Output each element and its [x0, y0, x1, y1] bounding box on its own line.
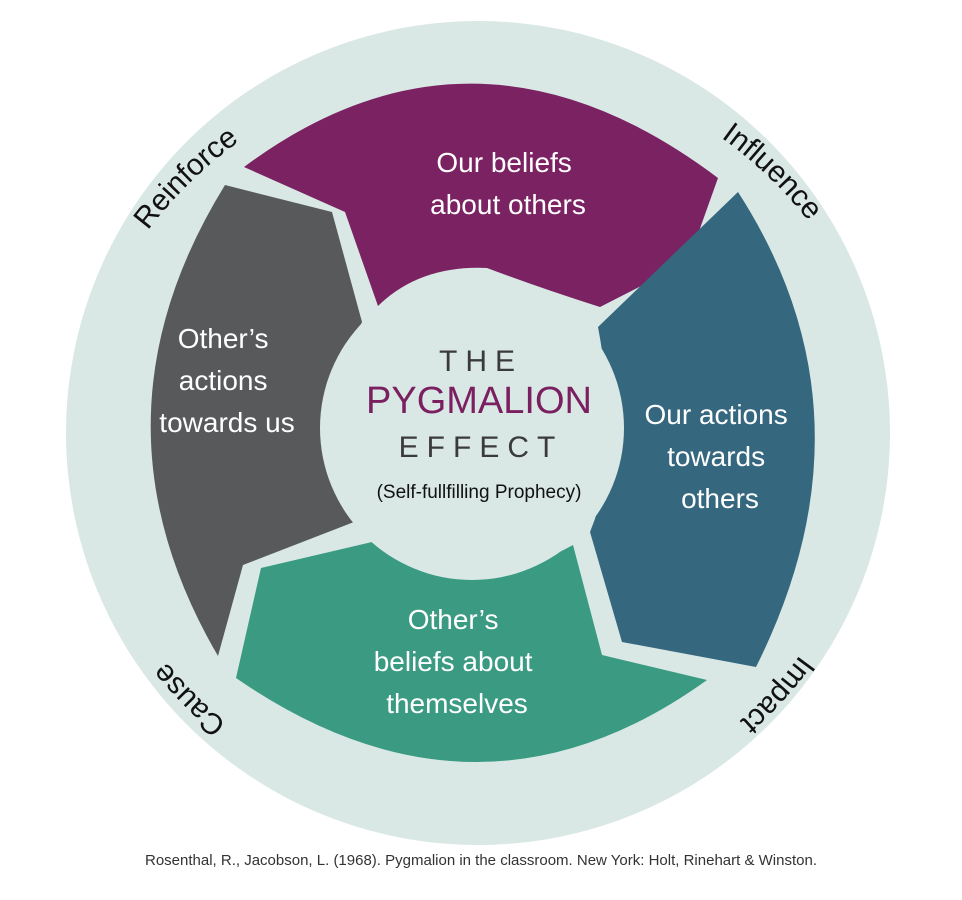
center-title: PYGMALION — [366, 380, 592, 422]
segment-our-actions — [590, 192, 815, 667]
center-the: THE — [439, 345, 523, 378]
segment-others-beliefs — [236, 542, 707, 763]
segment-label-our-actions: Our actions towards others — [645, 399, 796, 514]
segment-label-others-actions: Other’s actions towards us — [159, 323, 294, 438]
segment-others-actions — [150, 185, 362, 656]
center-effect: EFFECT — [399, 431, 564, 464]
segment-our-beliefs — [244, 83, 718, 307]
center-circle — [320, 276, 624, 580]
center-subtitle: (Self-fullfilling Prophecy) — [377, 482, 582, 503]
citation: Rosenthal, R., Jacobson, L. (1968). Pygm… — [145, 852, 817, 869]
segment-label-our-beliefs: Our beliefs about others — [430, 147, 586, 220]
segment-label-others-beliefs: Other’s beliefs about themselves — [374, 604, 541, 719]
